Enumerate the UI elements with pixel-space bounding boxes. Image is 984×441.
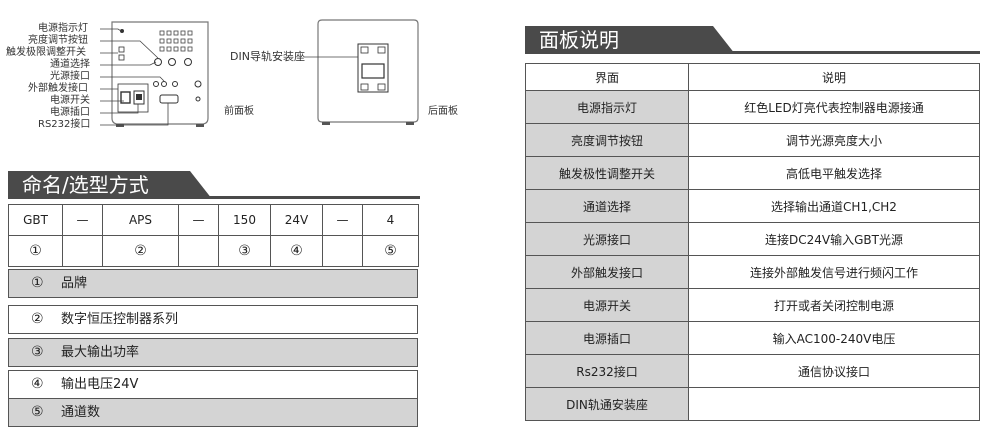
label-power-switch: 电源开关	[50, 95, 90, 106]
item-number: ③	[31, 344, 44, 360]
item-text: 输出电压24V	[61, 377, 139, 392]
panel-title: 面板说明	[525, 26, 705, 54]
panel-header: 面板说明	[525, 26, 980, 54]
item-text: 最大输出功率	[61, 345, 140, 360]
table-row: 电源开关打开或者关闭控制电源	[525, 288, 980, 322]
table-row: 通道选择选择输出通道CH1,CH2	[525, 189, 980, 223]
label-power-socket: 电源插口	[50, 107, 90, 118]
item-number: ②	[31, 311, 44, 327]
table-row: 亮度调节按钮调节光源亮度大小	[525, 123, 980, 157]
item-text: 数字恒压控制器系列	[61, 312, 179, 327]
interface-cell: 光源接口	[525, 222, 689, 256]
front-panel-caption: 前面板	[224, 106, 254, 117]
description-cell: 红色LED灯亮代表控制器电源接通	[688, 90, 980, 124]
table-row: DIN轨通安装座	[525, 387, 980, 421]
header-description: 说明	[688, 63, 980, 91]
label-trigger-switch: 触发极限调整开关	[6, 47, 86, 58]
code-cell: 150	[218, 204, 271, 236]
front-panel-figure: 电源指示灯 亮度调节按钮 触发极限调整开关 通道选择 光源接口 外部触发接口 电…	[0, 0, 270, 135]
description-cell	[688, 387, 980, 421]
table-row: 电源插口输入AC100-240V电压	[525, 321, 980, 355]
table-row: 外部触发接口连接外部触发信号进行频闪工作	[525, 255, 980, 289]
panel-table: 界面 说明 电源指示灯红色LED灯亮代表控制器电源接通 亮度调节按钮调节光源亮度…	[525, 63, 980, 421]
mark-cell	[178, 235, 219, 267]
description-cell: 通信协议接口	[688, 354, 980, 388]
label-light-port: 光源接口	[50, 71, 90, 82]
description-cell: 输入AC100-240V电压	[688, 321, 980, 355]
description-cell: 连接DC24V输入GBT光源	[688, 222, 980, 256]
mark-cell: ④	[270, 235, 323, 267]
mark-cell: ②	[102, 235, 179, 267]
naming-item-4: ④ 输出电压24V	[8, 370, 418, 399]
label-brightness-button: 亮度调节按钮	[28, 35, 88, 46]
interface-cell: DIN轨通安装座	[525, 387, 689, 421]
code-cell: GBT	[8, 204, 63, 236]
mark-cell: ③	[218, 235, 271, 267]
mark-cell	[62, 235, 103, 267]
interface-cell: 电源指示灯	[525, 90, 689, 124]
item-number: ⑤	[31, 404, 44, 420]
naming-item-5: ⑤ 通道数	[8, 398, 418, 427]
naming-title: 命名/选型方式	[8, 171, 182, 199]
panel-table-header: 界面 说明	[525, 63, 980, 91]
description-cell: 连接外部触发信号进行频闪工作	[688, 255, 980, 289]
table-row: 光源接口连接DC24V输入GBT光源	[525, 222, 980, 256]
code-cell: —	[322, 204, 363, 236]
item-text: 品牌	[61, 276, 88, 291]
interface-cell: 电源插口	[525, 321, 689, 355]
interface-cell: 触发极性调整开关	[525, 156, 689, 190]
description-cell: 选择输出通道CH1,CH2	[688, 189, 980, 223]
rear-panel-drawing	[304, 19, 419, 125]
label-rs232: RS232接口	[38, 119, 91, 130]
code-cell: 4	[362, 204, 419, 236]
mark-cell	[322, 235, 363, 267]
naming-code-row: GBT — APS — 150 24V — 4	[8, 204, 419, 236]
naming-code-table: GBT — APS — 150 24V — 4 ① ② ③ ④ ⑤	[8, 204, 419, 267]
code-cell: —	[62, 204, 103, 236]
mark-cell: ①	[8, 235, 63, 267]
mark-cell: ⑤	[362, 235, 419, 267]
description-cell: 调节光源亮度大小	[688, 123, 980, 157]
item-number: ④	[31, 376, 44, 392]
label-channel-select: 通道选择	[50, 59, 90, 70]
naming-item-1: ① 品牌	[8, 269, 418, 298]
description-cell: 打开或者关闭控制电源	[688, 288, 980, 322]
label-external-trigger: 外部触发接口	[28, 83, 88, 94]
header-interface: 界面	[525, 63, 689, 91]
naming-item-2: ② 数字恒压控制器系列	[8, 305, 418, 334]
code-cell: APS	[102, 204, 179, 236]
interface-cell: 亮度调节按钮	[525, 123, 689, 157]
description-cell: 高低电平触发选择	[688, 156, 980, 190]
code-cell: 24V	[270, 204, 323, 236]
rear-panel-caption: 后面板	[428, 106, 458, 117]
table-row: 触发极性调整开关高低电平触发选择	[525, 156, 980, 190]
rear-panel-figure: DIN导轨安装座 后面板	[230, 14, 470, 134]
code-cell: —	[178, 204, 219, 236]
item-number: ①	[31, 275, 44, 291]
interface-cell: 通道选择	[525, 189, 689, 223]
naming-item-3: ③ 最大输出功率	[8, 338, 418, 367]
front-panel-drawing	[100, 21, 209, 127]
table-row: Rs232接口通信协议接口	[525, 354, 980, 388]
label-power-indicator: 电源指示灯	[38, 23, 88, 34]
interface-cell: 电源开关	[525, 288, 689, 322]
item-text: 通道数	[61, 405, 101, 420]
interface-cell: Rs232接口	[525, 354, 689, 388]
naming-mark-row: ① ② ③ ④ ⑤	[8, 235, 419, 267]
naming-header: 命名/选型方式	[8, 171, 420, 199]
label-din-rail: DIN导轨安装座	[230, 50, 305, 63]
interface-cell: 外部触发接口	[525, 255, 689, 289]
table-row: 电源指示灯红色LED灯亮代表控制器电源接通	[525, 90, 980, 124]
